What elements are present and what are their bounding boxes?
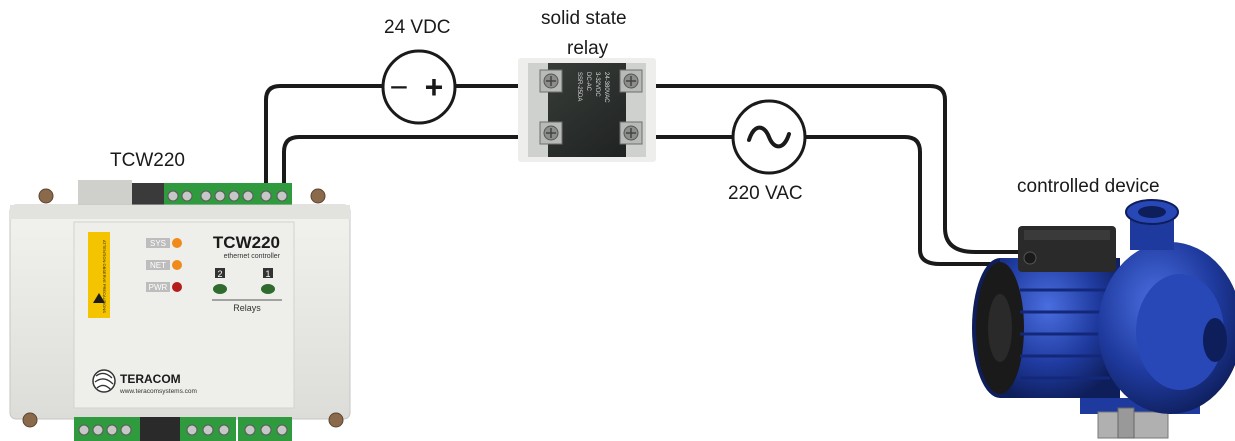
svg-text:DC-AC: DC-AC xyxy=(585,72,591,92)
relay-2-led xyxy=(213,284,227,294)
status-leds: SYS NET PWR xyxy=(146,238,182,292)
wire-relay-to-device-top xyxy=(640,84,1032,254)
wire-ac-to-device xyxy=(803,135,1032,266)
led-pwr xyxy=(172,282,182,292)
warning-sticker: ATTENTION OBSERVE PRECAUTIONS xyxy=(88,232,110,318)
svg-text:SSR-25DA: SSR-25DA xyxy=(576,72,582,101)
bottom-terminal-blocks xyxy=(74,417,292,441)
relay-indicators: 2 1 Relays xyxy=(212,268,282,313)
led-sys xyxy=(172,238,182,248)
wire-controller-to-dc xyxy=(264,84,384,192)
relay-1-led xyxy=(261,284,275,294)
mounting-holes xyxy=(22,188,344,428)
ssr-label-line2: relay xyxy=(567,38,609,59)
relays-label: Relays xyxy=(233,303,261,313)
ac-source-label: 220 VAC xyxy=(728,183,803,204)
led-net-label: NET xyxy=(150,261,166,270)
brand-website: www.teracomsystems.com xyxy=(119,388,197,395)
device-label: controlled device xyxy=(1017,176,1160,197)
relay-face-text: SSR-25DA DC-AC 3-32VDC 24-380VAC xyxy=(576,72,609,103)
brand-name: TERACOM xyxy=(120,372,181,386)
led-pwr-label: PWR xyxy=(149,283,168,292)
relay-terminals xyxy=(539,69,643,145)
ssr-label-line1: solid state xyxy=(541,8,627,29)
led-sys-label: SYS xyxy=(150,239,166,248)
relay-number-1: 1 xyxy=(265,269,270,279)
dc-source-symbol: − + xyxy=(381,49,457,125)
dc-plus-sign: + xyxy=(425,69,444,105)
relay-number-2: 2 xyxy=(217,269,222,279)
warning-text: ATTENTION OBSERVE PRECAUTIONS xyxy=(102,240,107,313)
svg-text:24-380VAC: 24-380VAC xyxy=(603,72,609,103)
ac-source-symbol xyxy=(731,99,807,175)
dc-minus-sign: − xyxy=(390,69,409,105)
led-net xyxy=(172,260,182,270)
solid-state-relay: SSR-25DA DC-AC 3-32VDC 24-380VAC xyxy=(518,58,656,162)
teracom-logo: TERACOM www.teracomsystems.com xyxy=(92,369,197,395)
wires xyxy=(264,84,1032,266)
tcw220-controller: ATTENTION OBSERVE PRECAUTIONS SYS NET PW… xyxy=(9,180,351,441)
controlled-device-pump xyxy=(972,199,1235,439)
panel-subtitle: ethernet controller xyxy=(224,253,281,260)
controller-label: TCW220 xyxy=(110,150,185,171)
wire-controller-to-relay xyxy=(282,135,542,192)
svg-text:3-32VDC: 3-32VDC xyxy=(594,72,600,97)
ac-sine-icon xyxy=(747,125,791,149)
dc-source-label: 24 VDC xyxy=(384,17,451,38)
panel-model: TCW220 xyxy=(213,233,280,252)
top-terminal-block xyxy=(164,183,292,207)
